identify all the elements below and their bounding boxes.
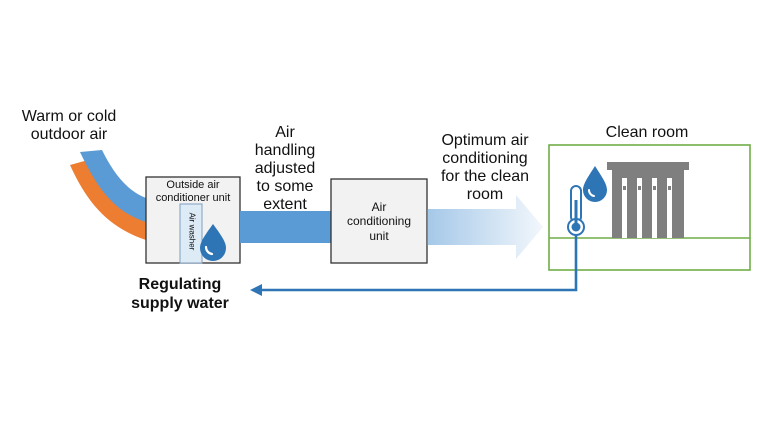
ac-unit-line-3: unit xyxy=(369,228,389,243)
adjusted-line-3: adjusted xyxy=(254,159,316,177)
regulating-water-label: Regulating supply water xyxy=(110,275,250,313)
outdoor-air-label: Warm or cold outdoor air xyxy=(8,108,130,144)
outside-unit-label-line-2: conditioner unit xyxy=(155,191,231,204)
humidity-drop-icon xyxy=(583,166,607,202)
outside-air-unit-label: Outside air conditioner unit xyxy=(146,179,240,204)
ac-unit-line-1: Air xyxy=(371,200,387,214)
adjusted-line-5: extent xyxy=(263,195,307,213)
adjusted-line-2: handling xyxy=(254,141,316,159)
air-adjusted-label: Air handling adjusted to some extent xyxy=(240,124,330,214)
optimum-air-arrow xyxy=(427,195,543,259)
outdoor-air-label-line-1: Warm or cold xyxy=(21,108,117,125)
regulating-line-2: supply water xyxy=(131,295,229,313)
optimum-line-4: room xyxy=(466,185,504,203)
adjusted-line-4: to some xyxy=(256,177,314,195)
adjusted-air-stream xyxy=(240,211,331,243)
air-conditioning-unit-label: Air conditioning unit xyxy=(331,200,427,243)
air-conditioning-unit xyxy=(330,178,428,264)
regulating-line-1: Regulating xyxy=(138,276,222,293)
production-machine-icon xyxy=(607,162,689,238)
outside-unit-label-line-1: Outside air xyxy=(166,179,220,191)
ac-unit-line-2: conditioning xyxy=(346,214,412,229)
adjusted-line-1: Air xyxy=(275,124,295,141)
optimum-line-1: Optimum air xyxy=(441,132,529,149)
optimum-line-2: conditioning xyxy=(442,149,528,167)
return-arrowhead xyxy=(250,284,262,296)
thermometer-icon xyxy=(567,185,585,236)
outdoor-air-label-line-2: outdoor air xyxy=(30,125,108,143)
air-washer-panel xyxy=(179,203,203,264)
warm-air-stream xyxy=(70,160,146,240)
cold-air-stream xyxy=(80,150,146,222)
optimum-air-label: Optimum air conditioning for the clean r… xyxy=(426,132,544,204)
air-washer-label: Air washer xyxy=(187,212,197,251)
clean-room-title: Clean room xyxy=(605,124,689,141)
water-drop-icon xyxy=(200,224,226,261)
return-feedback-line xyxy=(260,236,578,292)
optimum-line-3: for the clean xyxy=(440,167,530,185)
